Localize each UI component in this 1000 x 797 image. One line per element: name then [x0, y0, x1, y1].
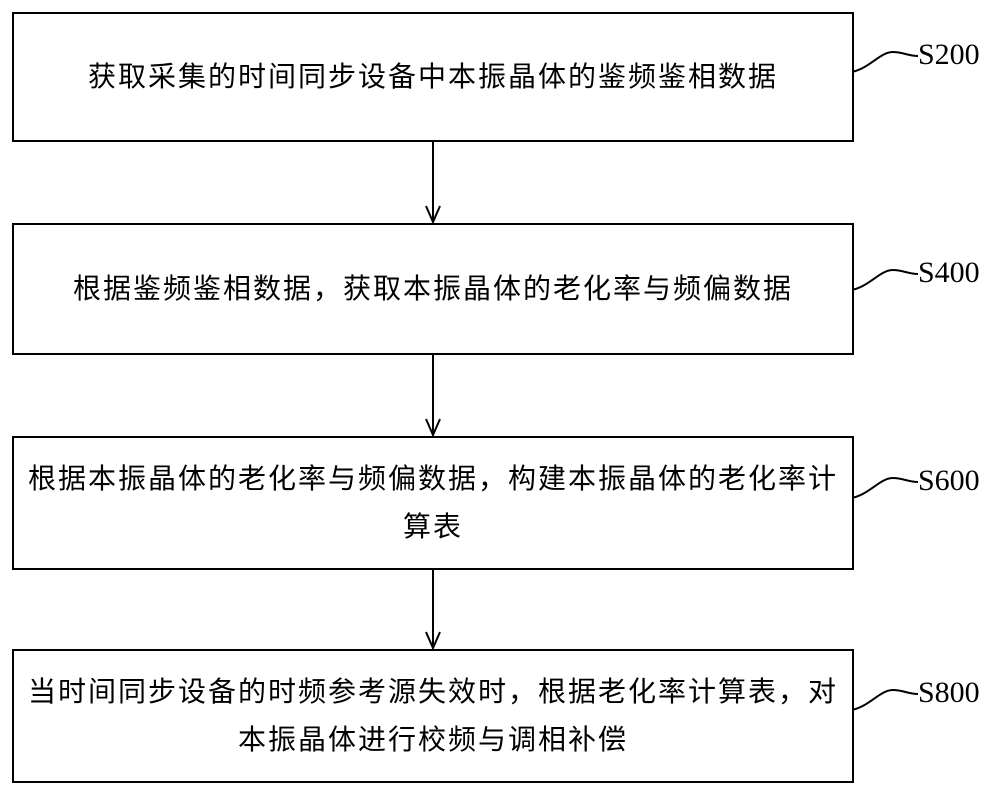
step-text-s800: 当时间同步设备的时频参考源失效时，根据老化率计算表，对本振晶体进行校频与调相补偿 [28, 675, 839, 756]
leader-s600 [851, 476, 919, 499]
step-box-s200: 获取采集的时间同步设备中本振晶体的鉴频鉴相数据 [12, 12, 854, 142]
step-box-s400: 根据鉴频鉴相数据，获取本振晶体的老化率与频偏数据 [12, 223, 854, 355]
step-label-s400: S400 [918, 256, 980, 289]
leader-s800 [851, 688, 919, 711]
step-label-s800: S800 [918, 676, 980, 709]
step-text-s600: 根据本振晶体的老化率与频偏数据，构建本振晶体的老化率计算表 [28, 462, 839, 543]
step-text-s200: 获取采集的时间同步设备中本振晶体的鉴频鉴相数据 [87, 60, 778, 93]
arrowhead-s200-to-s400 [425, 205, 441, 225]
arrowhead-s400-to-s600 [425, 418, 441, 438]
step-label-s200: S200 [918, 38, 980, 71]
step-box-s600: 根据本振晶体的老化率与频偏数据，构建本振晶体的老化率计算表 [12, 436, 854, 570]
step-label-s600: S600 [918, 464, 980, 497]
leader-s200 [851, 50, 919, 73]
arrowhead-s600-to-s800 [425, 631, 441, 651]
step-text-s400: 根据鉴频鉴相数据，获取本振晶体的老化率与频偏数据 [72, 272, 793, 305]
step-box-s800: 当时间同步设备的时频参考源失效时，根据老化率计算表，对本振晶体进行校频与调相补偿 [12, 649, 854, 783]
leader-s400 [851, 268, 919, 291]
